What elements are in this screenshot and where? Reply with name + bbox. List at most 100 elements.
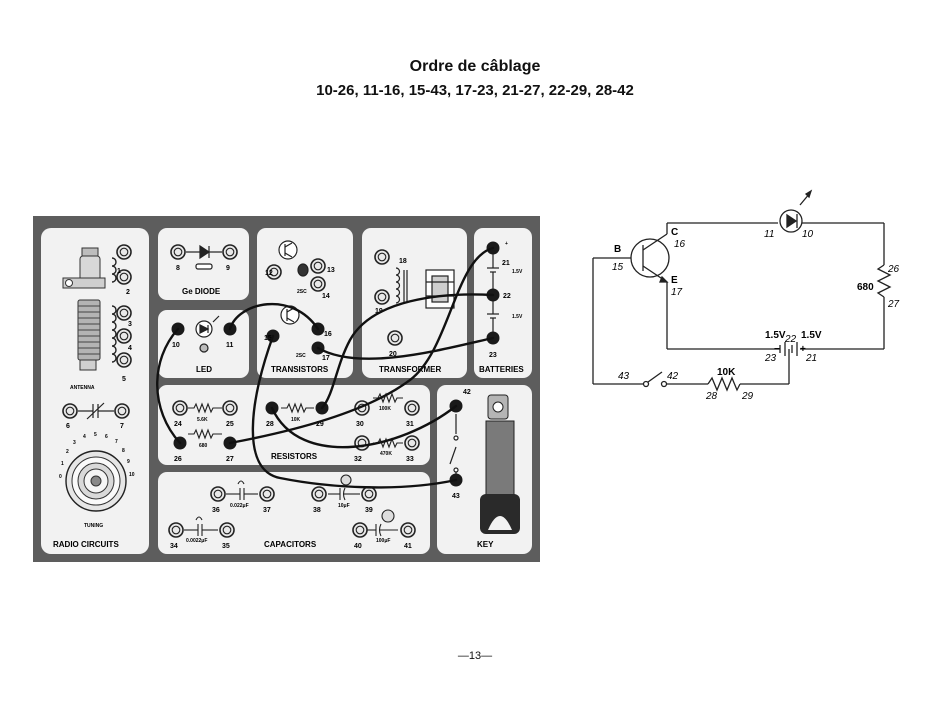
terminal-35[interactable]	[219, 522, 235, 538]
dial-number: 10	[129, 472, 135, 478]
terminal-label-39: 39	[365, 507, 373, 514]
terminal-label-15: 15	[264, 335, 272, 342]
terminal-label-34: 34	[170, 543, 178, 550]
terminal-label-13: 13	[327, 267, 335, 274]
terminal-4[interactable]	[116, 328, 132, 344]
page-number: —13—	[457, 650, 493, 662]
terminal-label-36: 36	[212, 507, 220, 514]
battery-bottom-value: 1.5V	[512, 314, 523, 320]
terminal-label-42: 42	[463, 389, 471, 396]
terminal-label-8: 8	[176, 265, 180, 272]
switch-symbol	[642, 380, 650, 388]
wiring-order: 10-26, 11-16, 15-43, 17-23, 21-27, 22-29…	[316, 82, 634, 99]
terminal-8[interactable]	[170, 244, 186, 260]
terminal-label-35: 35	[222, 543, 230, 550]
terminal-1[interactable]	[116, 244, 132, 260]
dial-number: 6	[105, 434, 108, 440]
terminal-7[interactable]	[114, 403, 130, 419]
dial-number: 9	[127, 459, 130, 465]
dial-number: 4	[83, 434, 86, 440]
terminal-label-38: 38	[313, 507, 321, 514]
terminal-label-37: 37	[263, 507, 271, 514]
battery-top-value: 1.5V	[512, 269, 523, 275]
dial-number: 3	[73, 440, 76, 446]
resistor-value-10k: 10K	[291, 417, 301, 423]
wire-10-26	[156, 327, 182, 445]
terminal-label-19: 19	[375, 308, 383, 315]
transistor-symbol-top	[278, 240, 309, 277]
terminal-40[interactable]	[352, 522, 368, 538]
terminal-label-26: 26	[174, 456, 182, 463]
terminal-label-1: 1	[117, 268, 121, 275]
wires	[156, 246, 495, 489]
terminal-3[interactable]	[116, 305, 132, 321]
capacitor-value-100u: 100μF	[376, 538, 390, 544]
capacitors-label: CAPACITORS	[264, 540, 317, 549]
resistor-symbols	[188, 392, 403, 449]
terminal-37[interactable]	[259, 486, 275, 502]
terminal-label-6: 6	[66, 423, 70, 430]
antenna-label: ANTENNA	[70, 385, 95, 391]
variable-capacitor-symbol	[78, 402, 114, 420]
terminal-36[interactable]	[210, 486, 226, 502]
terminal-39[interactable]	[361, 486, 377, 502]
terminal-label-29: 29	[316, 421, 324, 428]
terminal-label-9: 9	[226, 265, 230, 272]
terminal-label-5: 5	[122, 376, 126, 383]
key-label: KEY	[477, 540, 494, 549]
resistor-10k-symbol	[707, 376, 741, 392]
resistor-680-value: 680	[857, 282, 874, 293]
terminal-label-40: 40	[354, 543, 362, 550]
terminal-label-14: 14	[322, 293, 330, 300]
terminal-label-28: 28	[266, 421, 274, 428]
terminal-5[interactable]	[116, 352, 132, 368]
switch-right-label: 42	[667, 371, 679, 382]
base-letter: B	[614, 244, 621, 255]
key-lever[interactable]	[480, 394, 520, 534]
transistors-label: TRANSISTORS	[271, 365, 329, 374]
dial-number: 2	[66, 449, 69, 455]
terminal-6[interactable]	[62, 403, 78, 419]
tuning-dial[interactable]	[65, 450, 127, 512]
dial-scale: 0 1 2 3 4 5 6 7 8 9 10	[59, 432, 135, 480]
batteries-label: BATTERIES	[479, 365, 524, 374]
terminal-14[interactable]	[310, 276, 326, 292]
battery-terminal-right: 21	[805, 353, 817, 364]
resistor-680-symbol	[876, 264, 892, 298]
terminal-19[interactable]	[374, 289, 390, 305]
terminal-label-3: 3	[128, 321, 132, 328]
capacitor-value-00022: 0.0022μF	[186, 538, 207, 544]
panel-transistors	[257, 228, 353, 378]
emitter-terminal-label: 17	[671, 287, 683, 298]
terminal-20[interactable]	[387, 330, 403, 346]
terminal-9[interactable]	[222, 244, 238, 260]
terminal-41[interactable]	[400, 522, 416, 538]
terminal-label-31: 31	[406, 421, 414, 428]
collector-letter: C	[671, 227, 678, 238]
terminal-33[interactable]	[404, 435, 420, 451]
terminal-38[interactable]	[311, 486, 327, 502]
wire-11-16	[228, 303, 320, 331]
terminal-24[interactable]	[172, 400, 188, 416]
terminal-label-33: 33	[406, 456, 414, 463]
terminal-label-24: 24	[174, 421, 182, 428]
terminal-32[interactable]	[354, 435, 370, 451]
capacitor-value-10u: 10μF	[338, 503, 350, 509]
ge-diode-label: Ge DIODE	[182, 287, 221, 296]
terminal-25[interactable]	[222, 400, 238, 416]
battery-plus: +	[800, 344, 806, 355]
dial-number: 8	[122, 448, 125, 454]
switch-left-label: 43	[618, 371, 630, 382]
terminal-label-10: 10	[172, 342, 180, 349]
terminal-13[interactable]	[310, 258, 326, 274]
resistor-10k-right-label: 29	[741, 391, 754, 402]
terminal-label-30: 30	[356, 421, 364, 428]
battery-minus: −	[774, 344, 780, 355]
radio-circuits-label: RADIO CIRCUITS	[53, 540, 119, 549]
terminal-18[interactable]	[374, 249, 390, 265]
terminal-31[interactable]	[404, 400, 420, 416]
antenna-coil	[62, 247, 117, 371]
terminal-label-23: 23	[489, 352, 497, 359]
terminal-34[interactable]	[168, 522, 184, 538]
